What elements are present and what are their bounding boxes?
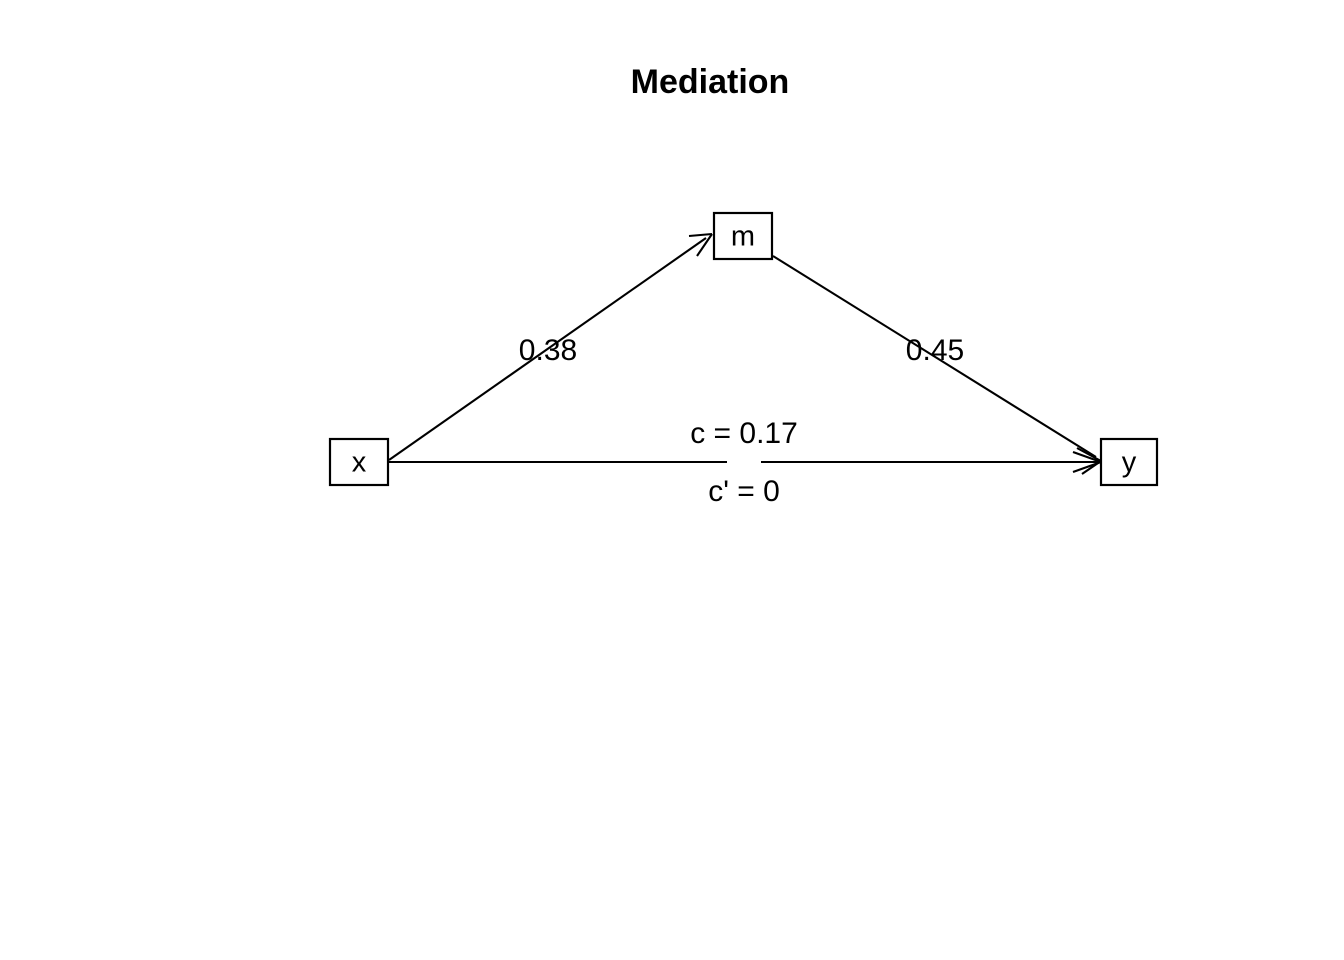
page-title: Mediation [631,63,790,101]
arrowhead-m-barb-lower [696,233,713,257]
edge-x-to-m-line [388,237,707,461]
arrowhead-m-barb-upper [688,232,713,238]
node-m-label: m [731,221,755,253]
edge-label-c-total: c = 0.17 [690,417,798,450]
edge-m-to-y-line [772,255,1097,458]
edge-x-to-y: c = 0.17 c' = 0 [389,417,1102,508]
node-m[interactable]: m [712,211,774,261]
node-y-box[interactable] [1099,437,1159,487]
edge-label-a: 0.38 [519,334,577,367]
arrowhead-y-horiz-barb-lower [1072,461,1102,473]
edge-label-b: 0.45 [906,334,964,367]
edge-x-to-m: 0.38 [388,232,713,461]
node-y[interactable]: y [1099,437,1159,487]
arrowhead-y-diag-barb-upper [1076,447,1102,462]
arrowhead-y-horiz-barb-upper [1072,451,1102,463]
edge-label-c-direct: c' = 0 [708,475,780,508]
node-x-box[interactable] [328,437,390,487]
node-y-label: y [1122,447,1137,479]
node-x[interactable]: x [328,437,390,487]
node-m-box[interactable] [712,211,774,261]
node-x-label: x [352,447,367,479]
